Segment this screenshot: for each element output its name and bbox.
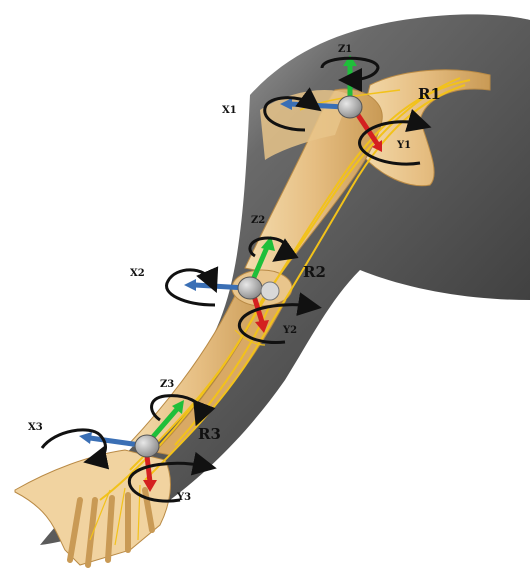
- x3-axis: [90, 438, 140, 445]
- label-y2: Y2: [282, 325, 297, 336]
- label-x3: X3: [28, 422, 43, 433]
- elbow-joint-icon: [238, 277, 262, 299]
- label-z3: Z3: [160, 379, 174, 390]
- label-x1: X1: [222, 105, 237, 116]
- y3-axis: [147, 456, 150, 482]
- label-z2: Z2: [251, 215, 265, 226]
- label-y3: Y3: [176, 492, 191, 503]
- label-r3: R3: [198, 425, 221, 443]
- label-z1: Z1: [338, 44, 352, 55]
- x1-axis: [290, 104, 344, 107]
- label-r1: R1: [418, 85, 441, 103]
- label-r2: R2: [303, 263, 326, 281]
- shoulder-joint-icon: [338, 96, 362, 118]
- label-x2: X2: [130, 268, 145, 279]
- wrist-joint-icon: [135, 435, 159, 457]
- label-y1: Y1: [396, 140, 411, 151]
